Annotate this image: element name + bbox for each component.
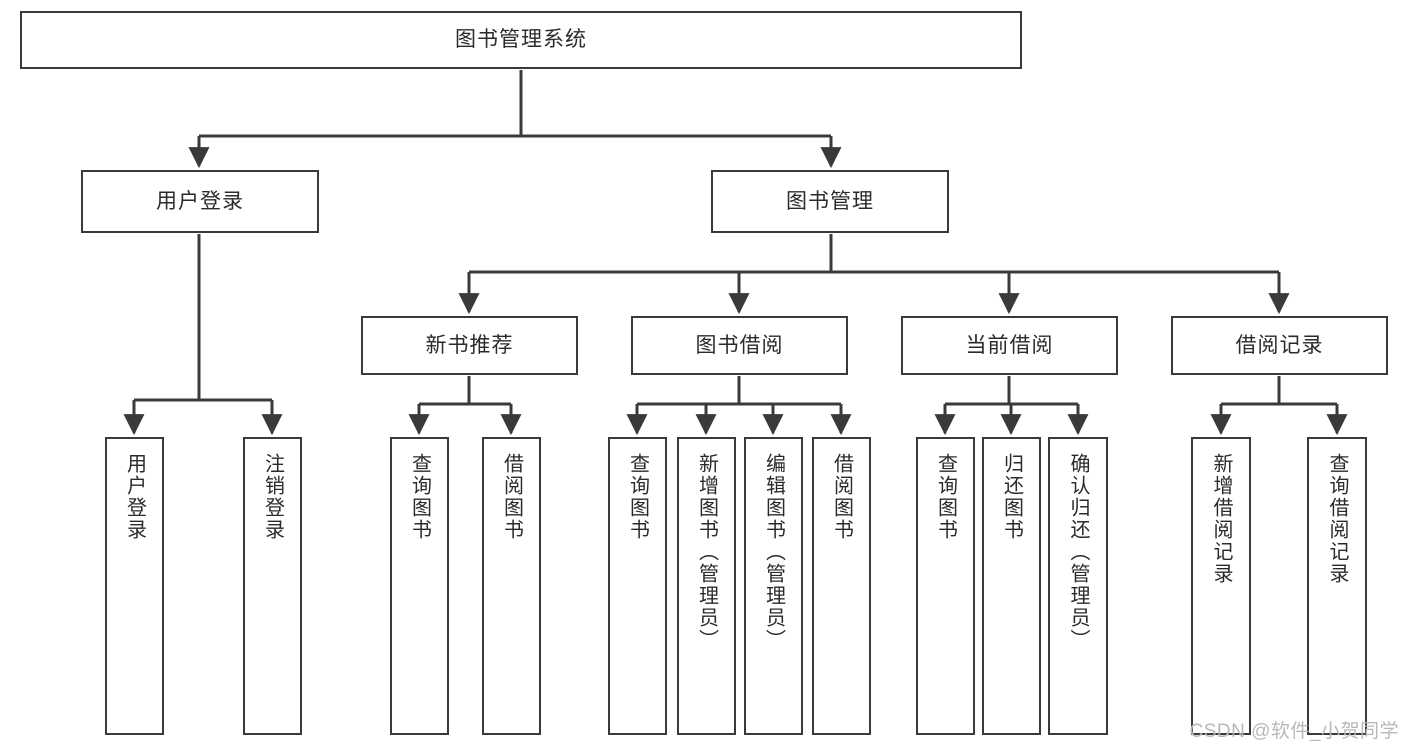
node-label: 新增借阅记录 (1210, 453, 1232, 585)
node-label: 用户登录 (156, 189, 244, 213)
leaf-book-borrow-borrow[interactable]: 借阅图书 (812, 437, 871, 735)
leaf-borrow-record-add[interactable]: 新增借阅记录 (1191, 437, 1251, 735)
node-root-book-management-system[interactable]: 图书管理系统 (20, 11, 1022, 69)
node-label: 借阅图书 (500, 453, 523, 541)
node-book-borrow[interactable]: 图书借阅 (631, 316, 848, 375)
node-borrow-record[interactable]: 借阅记录 (1171, 316, 1388, 375)
csdn-watermark: CSDN @软件_小贺同学 (1189, 721, 1399, 742)
leaf-new-book-query[interactable]: 查询图书 (390, 437, 449, 735)
node-label: 查询图书 (626, 453, 649, 541)
node-current-borrow[interactable]: 当前借阅 (901, 316, 1118, 375)
node-label: 查询图书 (934, 453, 957, 541)
node-label: 查询借阅记录 (1326, 453, 1348, 585)
node-label: 查询图书 (408, 453, 431, 541)
node-new-book-recommend[interactable]: 新书推荐 (361, 316, 578, 375)
node-label: 注销登录 (261, 453, 284, 541)
node-label: 借阅图书 (830, 453, 853, 541)
node-label: 新增图书（管理员） (695, 453, 718, 651)
leaf-current-borrow-return[interactable]: 归还图书 (982, 437, 1041, 735)
leaf-book-borrow-edit-admin[interactable]: 编辑图书（管理员） (744, 437, 803, 735)
leaf-user-login-logout[interactable]: 注销登录 (243, 437, 302, 735)
leaf-current-borrow-query[interactable]: 查询图书 (916, 437, 975, 735)
node-label: 新书推荐 (425, 333, 514, 357)
leaf-borrow-record-query[interactable]: 查询借阅记录 (1307, 437, 1367, 735)
node-label: 确认归还（管理员） (1067, 453, 1089, 651)
node-label: 图书管理 (786, 189, 874, 213)
leaf-current-borrow-confirm-return-admin[interactable]: 确认归还（管理员） (1048, 437, 1108, 735)
node-user-login[interactable]: 用户登录 (81, 170, 319, 233)
node-label: 当前借阅 (965, 333, 1054, 357)
node-label: 用户登录 (123, 453, 146, 541)
leaf-user-login-login[interactable]: 用户登录 (105, 437, 164, 735)
node-label: 图书借阅 (695, 333, 784, 357)
leaf-new-book-borrow[interactable]: 借阅图书 (482, 437, 541, 735)
node-label: 借阅记录 (1235, 333, 1324, 357)
node-book-management[interactable]: 图书管理 (711, 170, 949, 233)
leaf-book-borrow-query[interactable]: 查询图书 (608, 437, 667, 735)
node-label: 归还图书 (1000, 453, 1023, 541)
node-label: 编辑图书（管理员） (762, 453, 785, 651)
node-label: 图书管理系统 (455, 28, 587, 52)
leaf-book-borrow-add-admin[interactable]: 新增图书（管理员） (677, 437, 736, 735)
